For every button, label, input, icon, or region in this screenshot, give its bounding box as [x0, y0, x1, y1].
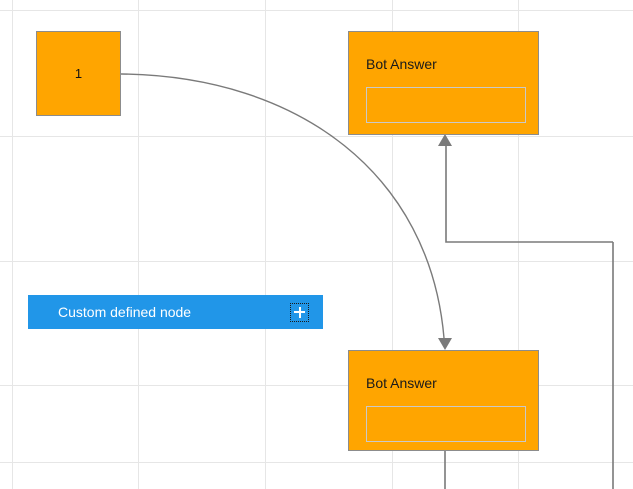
- edge-orthogonal-up-path: [445, 146, 613, 243]
- node-1-label: 1: [74, 66, 83, 81]
- arrowhead-down: [438, 338, 452, 350]
- bot-answer-field[interactable]: [366, 406, 526, 442]
- node-title: Bot Answer: [366, 56, 437, 72]
- palette-item-label: Custom defined node: [58, 304, 192, 320]
- plus-icon[interactable]: [290, 302, 309, 322]
- node-bot-answer-bottom[interactable]: Bot Answer: [348, 350, 539, 451]
- node-1[interactable]: 1: [36, 31, 121, 116]
- palette-item-custom-defined-node[interactable]: Custom defined node: [28, 295, 323, 329]
- node-title: Bot Answer: [366, 375, 437, 391]
- node-bot-answer-top[interactable]: Bot Answer: [348, 31, 539, 135]
- bot-answer-field[interactable]: [366, 87, 526, 123]
- arrowhead-up: [438, 134, 452, 146]
